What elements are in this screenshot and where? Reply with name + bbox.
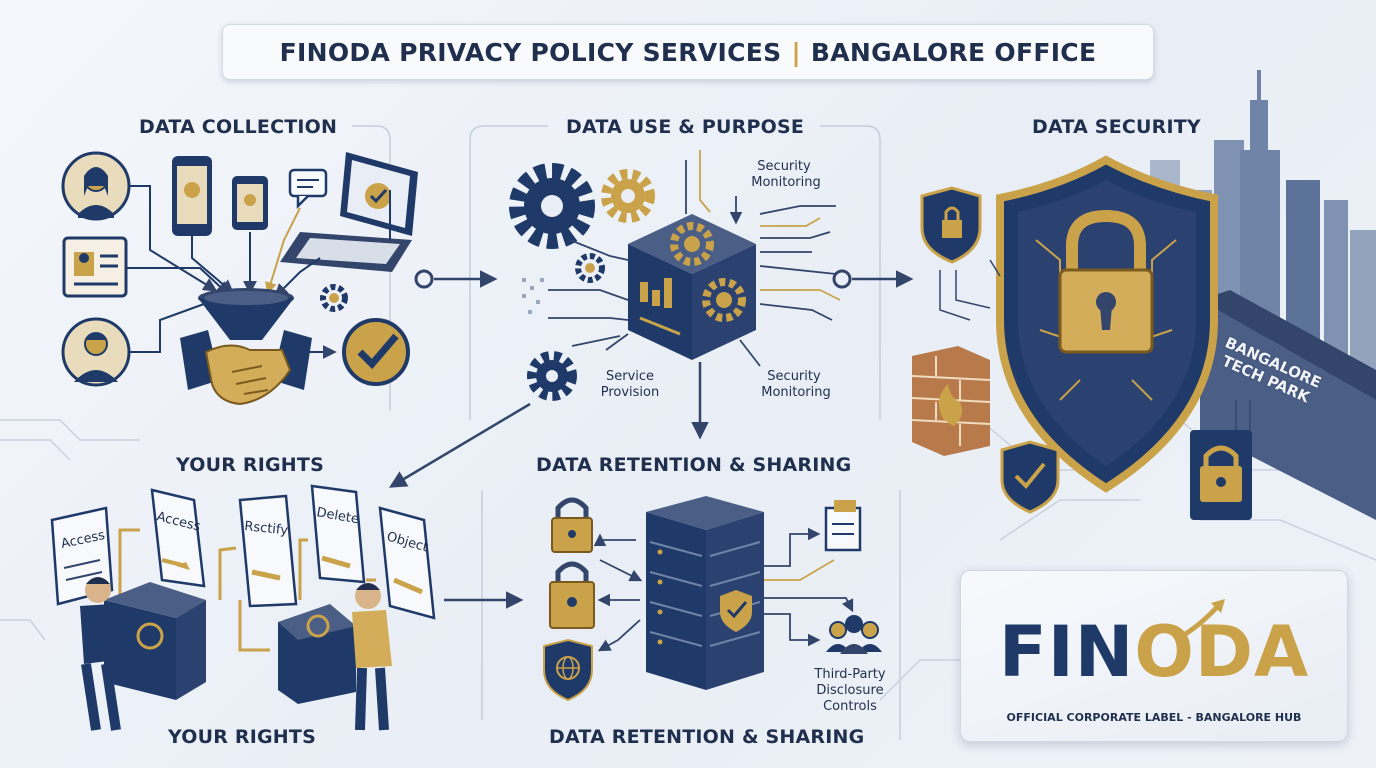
label-security-monitoring-bottom-1: Security [767,369,821,384]
server-rack [646,496,764,690]
chat-bubble-icon [288,168,328,210]
logo-part-fin: FIN [998,611,1135,693]
title-banner: FINODA PRIVACY POLICY SERVICES | BANGALO… [222,24,1154,80]
gear-icon-bottom [527,351,577,401]
label-security-monitoring-bottom-2: Monitoring [761,385,831,400]
padlock-icon-middle [549,561,595,629]
title-location: BANGALORE OFFICE [810,37,1097,67]
person-icon-man [61,317,131,387]
padlock-icon-top [551,497,593,553]
label-third-party-2: Disclosure [816,683,883,698]
arrow-use-to-security [832,269,914,289]
label-security-monitoring-top-1: Security [757,159,811,174]
gear-icon-gold [601,169,655,223]
your-rights-heading-bottom: YOUR RIGHTS [168,726,316,748]
person-at-console-right [278,583,392,731]
check-badge-icon [342,318,410,386]
label-service-provision-2: Provision [601,385,660,400]
id-card-icon [62,236,128,298]
retention-heading-bottom: DATA RETENTION & SHARING [549,726,865,748]
label-third-party-3: Controls [823,699,877,714]
label-security-monitoring-top-2: Monitoring [751,175,821,190]
your-rights-heading-top: YOUR RIGHTS [176,454,324,476]
group-users-icon [826,615,882,654]
arrow-use-to-rights [388,402,531,488]
logo-part-da: DA [1194,611,1310,693]
gear-icon-large [509,163,595,249]
padlock-icon [1190,430,1252,520]
section-frames [352,125,901,740]
arrow-collection-to-use [414,269,498,289]
smartphone-icon-small [232,176,268,230]
document-folder-icon [824,500,862,552]
card-label: OFFICIAL CORPORATE LABEL - BANGALORE HUB [1006,711,1302,724]
rights-flow-lines [118,528,376,652]
data-security-heading: DATA SECURITY [1032,116,1201,138]
label-service-provision-1: Service [606,369,654,384]
handshake-icon [180,330,312,406]
person-icon-woman [61,151,131,221]
security-shield [996,155,1218,493]
check-shield-icon [1000,440,1060,514]
data-dots [522,278,544,314]
rights-documents: Access Access Rsctify Delete Object [50,484,436,620]
finoda-logo: FINODA [961,611,1347,693]
processing-cube [628,214,756,360]
retention-heading-top: DATA RETENTION & SHARING [536,454,852,476]
security-circuit-lines [939,259,1251,430]
collection-flow-lines [126,185,391,359]
doc-rectify: Rsctify [244,519,289,539]
use-flow-lines [548,150,841,367]
label-third-party-1: Third-Party [813,667,886,682]
funnel-icon [198,288,294,340]
person-at-console-left [80,577,206,731]
firewall-icon [911,346,991,456]
data-collection-heading: DATA COLLECTION [139,116,338,138]
smartphone-icon [172,156,212,236]
gear-icon-tiny [575,253,605,283]
gear-icon-small [320,284,348,312]
title-separator: | [791,37,801,67]
lock-shield-icon-small [920,186,982,264]
doc-delete: Delete [315,505,360,527]
logo-swoosh-arrow-icon [1175,599,1225,642]
globe-shield-icon [543,638,593,702]
logo-part-o: O [1134,611,1195,693]
data-use-heading: DATA USE & PURPOSE [566,116,805,138]
finoda-logo-card: FINODA OFFICIAL CORPORATE LABEL - BANGAL… [960,570,1348,742]
title-main: FINODA PRIVACY POLICY SERVICES [279,37,782,67]
retention-flow-lines [593,527,854,652]
